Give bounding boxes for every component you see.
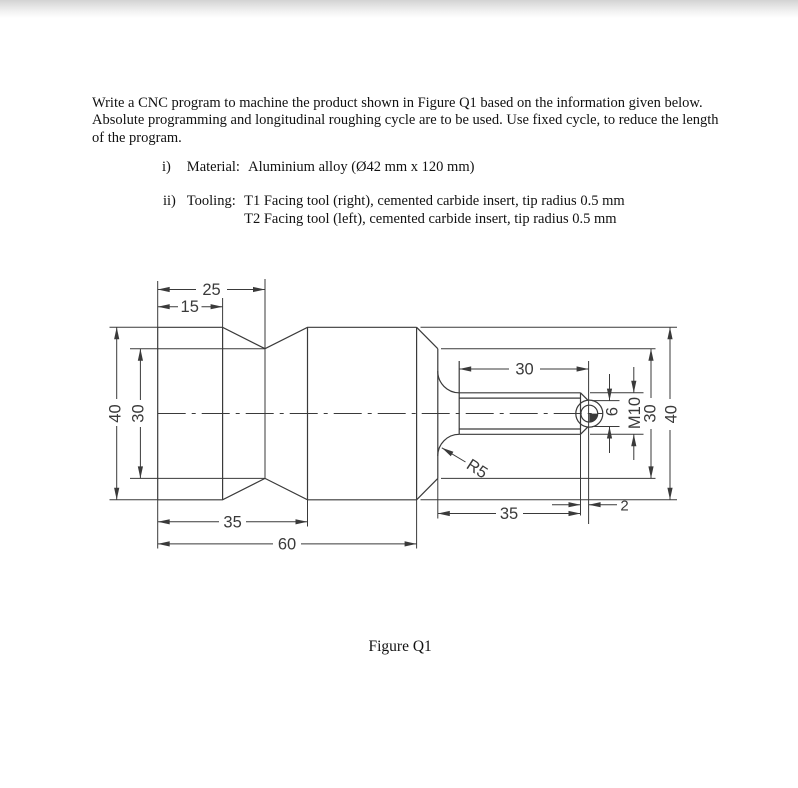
- svg-text:60: 60: [278, 536, 296, 554]
- svg-text:40: 40: [106, 404, 124, 422]
- svg-text:40: 40: [663, 405, 681, 423]
- svg-text:35: 35: [500, 505, 518, 523]
- svg-text:35: 35: [223, 514, 241, 532]
- svg-text:15: 15: [181, 298, 199, 316]
- svg-text:2: 2: [620, 498, 628, 515]
- svg-text:6: 6: [604, 407, 622, 416]
- svg-text:M10: M10: [626, 397, 644, 429]
- svg-text:30: 30: [641, 404, 659, 422]
- svg-text:30: 30: [129, 404, 147, 422]
- svg-text:25: 25: [202, 281, 220, 299]
- svg-text:30: 30: [515, 361, 533, 379]
